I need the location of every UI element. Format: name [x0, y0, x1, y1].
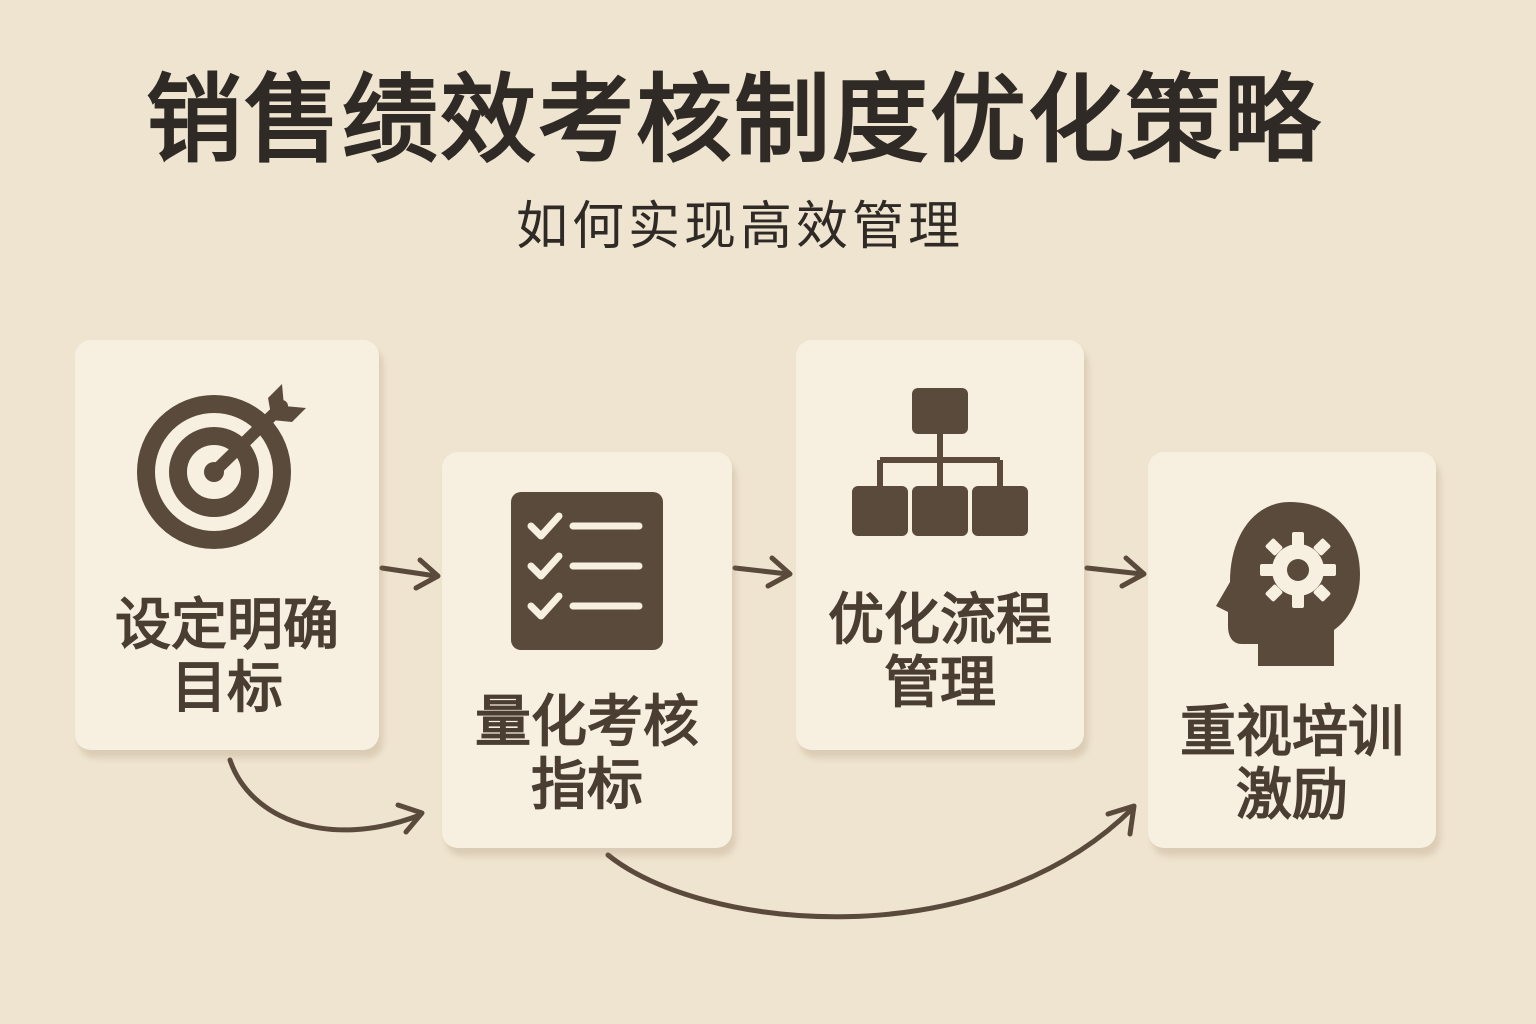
page-subtitle: 如何实现高效管理: [515, 197, 964, 257]
step-card-3: 优化流程 管理: [796, 340, 1084, 750]
curve-arrow-1-to-2: [227, 757, 423, 833]
step-card-2: 量化考核 指标: [442, 452, 732, 848]
step-card-1: 设定明确 目标: [75, 340, 379, 750]
arrow-2-to-3: [732, 565, 791, 577]
step-label-3: 优化流程 管理: [828, 588, 1052, 716]
step-label-1: 设定明确 目标: [115, 593, 339, 721]
step-card-4: 重视培训 激励: [1148, 452, 1436, 848]
step-label-4: 重视培训 激励: [1180, 700, 1404, 828]
target-arrow-icon: [75, 380, 379, 550]
checklist-icon: [442, 492, 732, 652]
org-chart-icon: [796, 386, 1084, 542]
step-label-2: 量化考核 指标: [475, 690, 699, 818]
page-title: 销售绩效考核制度优化策略: [146, 64, 1322, 176]
head-gear-icon: [1148, 498, 1436, 668]
arrow-3-to-4: [1084, 565, 1145, 577]
arrow-1-to-2: [379, 565, 439, 579]
